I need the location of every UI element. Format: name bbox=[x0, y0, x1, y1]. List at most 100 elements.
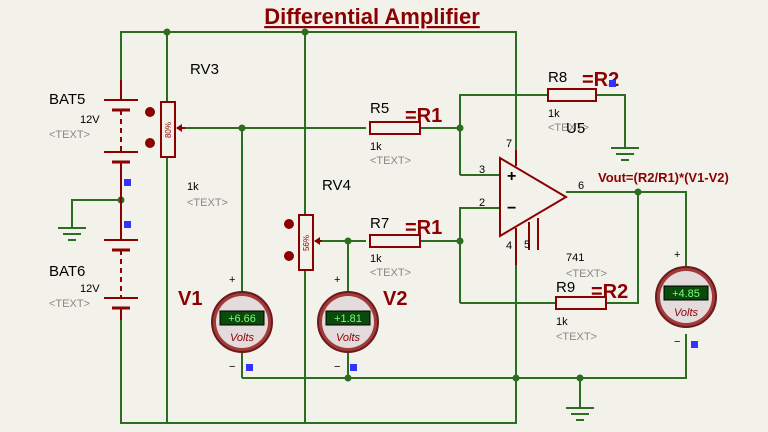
bat6-ref: BAT6 bbox=[49, 263, 85, 280]
v1-reading: +6.66 bbox=[228, 313, 256, 325]
r7-text: <TEXT> bbox=[370, 267, 411, 279]
r9-text: <TEXT> bbox=[556, 331, 597, 343]
rv3-setting: 80% bbox=[164, 122, 173, 138]
pin-in-plus: 3 bbox=[479, 164, 485, 176]
junction-dot bbox=[238, 124, 246, 132]
opamp-text: <TEXT> bbox=[566, 268, 607, 280]
pot-adjust-button-down[interactable] bbox=[145, 138, 155, 148]
v2-plus-sign: + bbox=[334, 274, 340, 286]
probe-marker[interactable] bbox=[691, 341, 698, 348]
voltmeter-vout[interactable]: +4.85 Volts bbox=[655, 266, 717, 328]
vout-unit: Volts bbox=[674, 307, 699, 319]
v2-ref: V2 bbox=[383, 288, 407, 310]
r5-ref: R5 bbox=[370, 100, 389, 117]
resistor-r9[interactable] bbox=[555, 296, 607, 310]
wire-top-rail bbox=[120, 31, 517, 165]
potentiometer-rv4[interactable] bbox=[284, 214, 322, 271]
opamp-u5[interactable] bbox=[499, 150, 568, 265]
ground-symbol-battery bbox=[58, 227, 86, 241]
junction-dot bbox=[576, 374, 584, 382]
probe-markers bbox=[124, 80, 698, 371]
rv3-ref: RV3 bbox=[190, 61, 219, 78]
junction-dot bbox=[512, 374, 520, 382]
r7-ref: R7 bbox=[370, 215, 389, 232]
v2-reading: +1.81 bbox=[334, 313, 362, 325]
probe-marker[interactable] bbox=[124, 179, 131, 186]
wire-r8-ground bbox=[596, 94, 626, 148]
pin-in-minus: 2 bbox=[479, 197, 485, 209]
wire-meter-return bbox=[242, 334, 687, 379]
meter-display bbox=[219, 310, 265, 326]
pin-out: 6 bbox=[578, 180, 584, 192]
voltmeter-v1[interactable]: +6.66 Volts bbox=[211, 291, 273, 353]
opamp-ref: U5 bbox=[566, 120, 585, 137]
pin-v-plus: 7 bbox=[506, 138, 512, 150]
battery-bat6[interactable] bbox=[104, 200, 138, 320]
bat6-value: 12V bbox=[80, 283, 100, 295]
junction-dot bbox=[456, 237, 464, 245]
ground-symbol-r8 bbox=[611, 147, 639, 161]
voltmeter-v2[interactable]: +1.81 Volts bbox=[317, 291, 379, 353]
r9-value: 1k bbox=[556, 316, 568, 328]
r5-value: 1k bbox=[370, 141, 382, 153]
junction-dot bbox=[344, 374, 352, 382]
v2-unit: Volts bbox=[336, 332, 361, 344]
r8-ref: R8 bbox=[548, 69, 567, 86]
r8-value: 1k bbox=[548, 108, 560, 120]
r9-label: =R2 bbox=[591, 281, 628, 303]
bat5-ref: BAT5 bbox=[49, 91, 85, 108]
r9-ref: R9 bbox=[556, 279, 575, 296]
junction-dot bbox=[301, 28, 309, 36]
pot-adjust-button-down[interactable] bbox=[284, 251, 294, 261]
opamp-plus-symbol: + bbox=[507, 168, 516, 185]
v1-ref: V1 bbox=[178, 288, 202, 310]
rv4-ref: RV4 bbox=[322, 177, 351, 194]
rv4-setting: 56% bbox=[302, 235, 311, 251]
resistor-r7[interactable] bbox=[369, 234, 421, 248]
r8-text: <TEXT> bbox=[548, 122, 589, 134]
potentiometer-rv3[interactable] bbox=[145, 101, 185, 158]
bat5-text: <TEXT> bbox=[49, 129, 90, 141]
output-formula: Vout=(R2/R1)*(V1-V2) bbox=[598, 170, 729, 185]
opamp-minus-symbol: − bbox=[507, 200, 516, 217]
probe-marker[interactable] bbox=[246, 364, 253, 371]
diagram-title: Differential Amplifier bbox=[264, 4, 480, 29]
resistor-r8[interactable] bbox=[547, 88, 597, 102]
rv3-text: <TEXT> bbox=[187, 197, 228, 209]
battery-bat5[interactable] bbox=[104, 80, 138, 200]
bat6-text: <TEXT> bbox=[49, 298, 90, 310]
opamp-model: 741 bbox=[566, 252, 584, 264]
meter-display bbox=[663, 285, 709, 301]
r5-label: =R1 bbox=[405, 105, 442, 127]
probe-marker[interactable] bbox=[124, 221, 131, 228]
v1-unit: Volts bbox=[230, 332, 255, 344]
pin-v-minus: 4 bbox=[506, 240, 512, 252]
v1-minus-sign: − bbox=[229, 361, 235, 373]
wire-r9-out bbox=[606, 192, 639, 304]
v1-plus-sign: + bbox=[229, 274, 235, 286]
pin-offset: 5 bbox=[524, 239, 530, 251]
meter-display bbox=[325, 310, 371, 326]
pot-adjust-button-up[interactable] bbox=[284, 219, 294, 229]
ground-symbol-return bbox=[566, 407, 594, 421]
probe-marker[interactable] bbox=[609, 80, 616, 87]
resistor-r5[interactable] bbox=[369, 121, 421, 135]
r5-text: <TEXT> bbox=[370, 155, 411, 167]
rv3-value: 1k bbox=[187, 181, 199, 193]
v2-minus-sign: − bbox=[334, 361, 340, 373]
wires bbox=[71, 31, 687, 424]
probe-marker[interactable] bbox=[350, 364, 357, 371]
vout-minus-sign: − bbox=[674, 336, 680, 348]
wire-output bbox=[566, 191, 687, 285]
r7-value: 1k bbox=[370, 253, 382, 265]
wire-bottom-rail bbox=[120, 265, 517, 424]
junction-dot bbox=[344, 237, 352, 245]
junction-dots bbox=[117, 28, 642, 382]
vout-reading: +4.85 bbox=[672, 288, 700, 300]
vout-plus-sign: + bbox=[674, 249, 680, 261]
wire-minus-input bbox=[459, 207, 500, 303]
bat5-value: 12V bbox=[80, 114, 100, 126]
pot-adjust-button-up[interactable] bbox=[145, 107, 155, 117]
